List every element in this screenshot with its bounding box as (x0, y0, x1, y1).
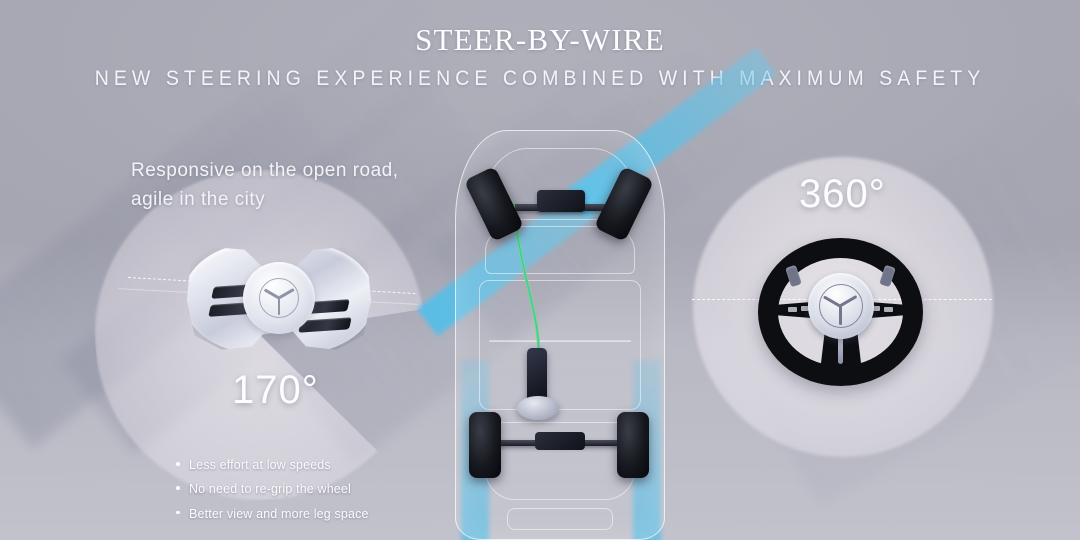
wheel-button (788, 307, 797, 312)
mercedes-star-icon (259, 278, 299, 318)
page-title: STEER-BY-WIRE (415, 22, 665, 57)
angle-label-360: 360° (799, 172, 886, 216)
benefit-list: Less effort at low speeds No need to re-… (176, 453, 369, 526)
left-lede: Responsive on the open road, agile in th… (131, 157, 399, 214)
wheel-hub (807, 273, 874, 340)
wheel-button (884, 307, 893, 312)
car-mid-line (489, 340, 631, 342)
car-trunk-outline (507, 508, 613, 530)
list-item: No need to re-grip the wheel (176, 477, 369, 501)
front-actuator-box (537, 190, 585, 212)
car-topview-diagram (417, 46, 777, 540)
rear-actuator-box (535, 432, 585, 450)
wheel-spoke-slit (838, 330, 843, 364)
left-lede-line2: agile in the city (131, 188, 266, 210)
steering-yoke (183, 243, 375, 353)
steering-column (527, 348, 547, 404)
steering-column-base (517, 396, 559, 420)
page-subtitle: NEW STEERING EXPERIENCE COMBINED WITH MA… (94, 67, 986, 90)
wheel-button (871, 306, 880, 311)
wheel-button (801, 306, 810, 311)
list-item: Less effort at low speeds (176, 453, 369, 477)
list-item: Better view and more leg space (176, 502, 369, 526)
car-cabin-outline (479, 280, 641, 410)
angle-label-170: 170° (232, 368, 319, 412)
left-lede-line1: Responsive on the open road, (131, 160, 399, 181)
yoke-hub (243, 262, 315, 334)
rear-right-tire (617, 412, 649, 478)
steering-wheel (758, 238, 923, 386)
car-windshield-outline (485, 226, 635, 274)
mercedes-star-icon (818, 284, 863, 329)
rear-left-tire (469, 412, 501, 478)
